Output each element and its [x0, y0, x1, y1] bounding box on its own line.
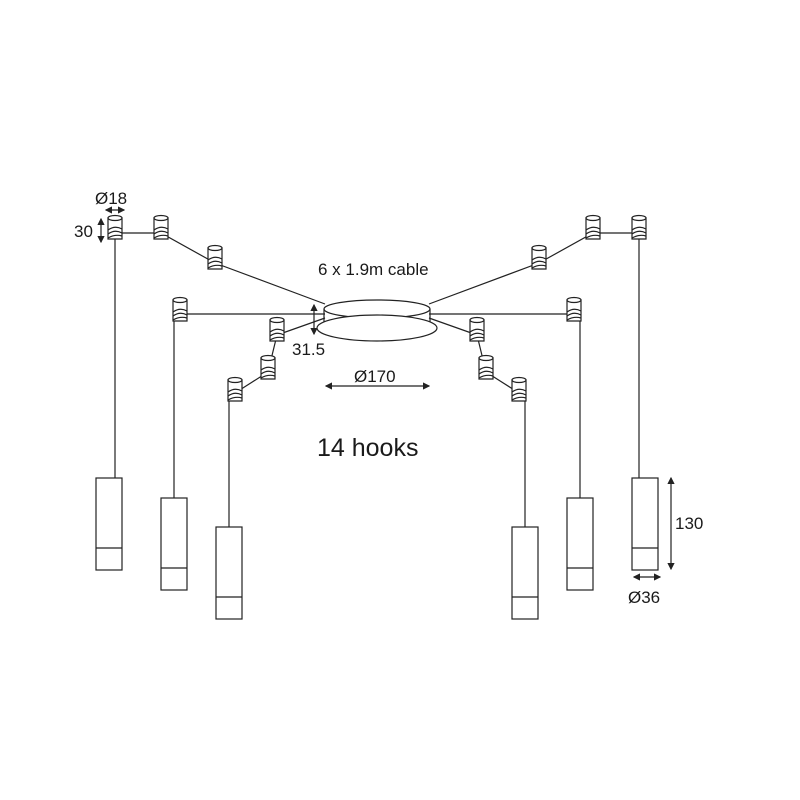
pendant-diameter-label: Ø36	[628, 588, 660, 607]
cable	[428, 232, 639, 305]
hook-height-label: 30	[74, 222, 93, 241]
pendant-lamp	[631, 477, 659, 571]
dimension-arrows	[97, 206, 675, 581]
hook	[531, 244, 547, 270]
hook-diameter-label: Ø18	[95, 189, 127, 208]
cable	[115, 232, 326, 305]
canopy-diameter-label: Ø170	[354, 367, 396, 386]
pendant-lamp	[160, 497, 188, 591]
cable-label: 6 x 1.9m cable	[318, 260, 429, 279]
hooks	[107, 214, 647, 402]
hooks-count-label: 14 hooks	[317, 434, 418, 462]
hook	[153, 214, 169, 240]
hook	[107, 214, 123, 240]
canopy-height-label: 31.5	[292, 340, 325, 359]
hook	[207, 244, 223, 270]
hook	[227, 376, 243, 402]
cable	[234, 317, 326, 394]
hook	[566, 296, 582, 322]
hook	[260, 354, 276, 380]
cables	[114, 232, 640, 527]
hook	[478, 354, 494, 380]
pendant-lamp	[566, 497, 594, 591]
ceiling-canopy	[316, 299, 438, 342]
pendants	[95, 477, 659, 620]
cable	[428, 317, 520, 394]
hook	[469, 316, 485, 342]
pendant-height-label: 130	[675, 514, 703, 533]
pendant-lamp	[511, 526, 539, 620]
hook	[511, 376, 527, 402]
hook	[172, 296, 188, 322]
pendant-lamp	[95, 477, 123, 571]
pendant-lamp	[215, 526, 243, 620]
hook	[631, 214, 647, 240]
hook	[269, 316, 285, 342]
hook	[585, 214, 601, 240]
